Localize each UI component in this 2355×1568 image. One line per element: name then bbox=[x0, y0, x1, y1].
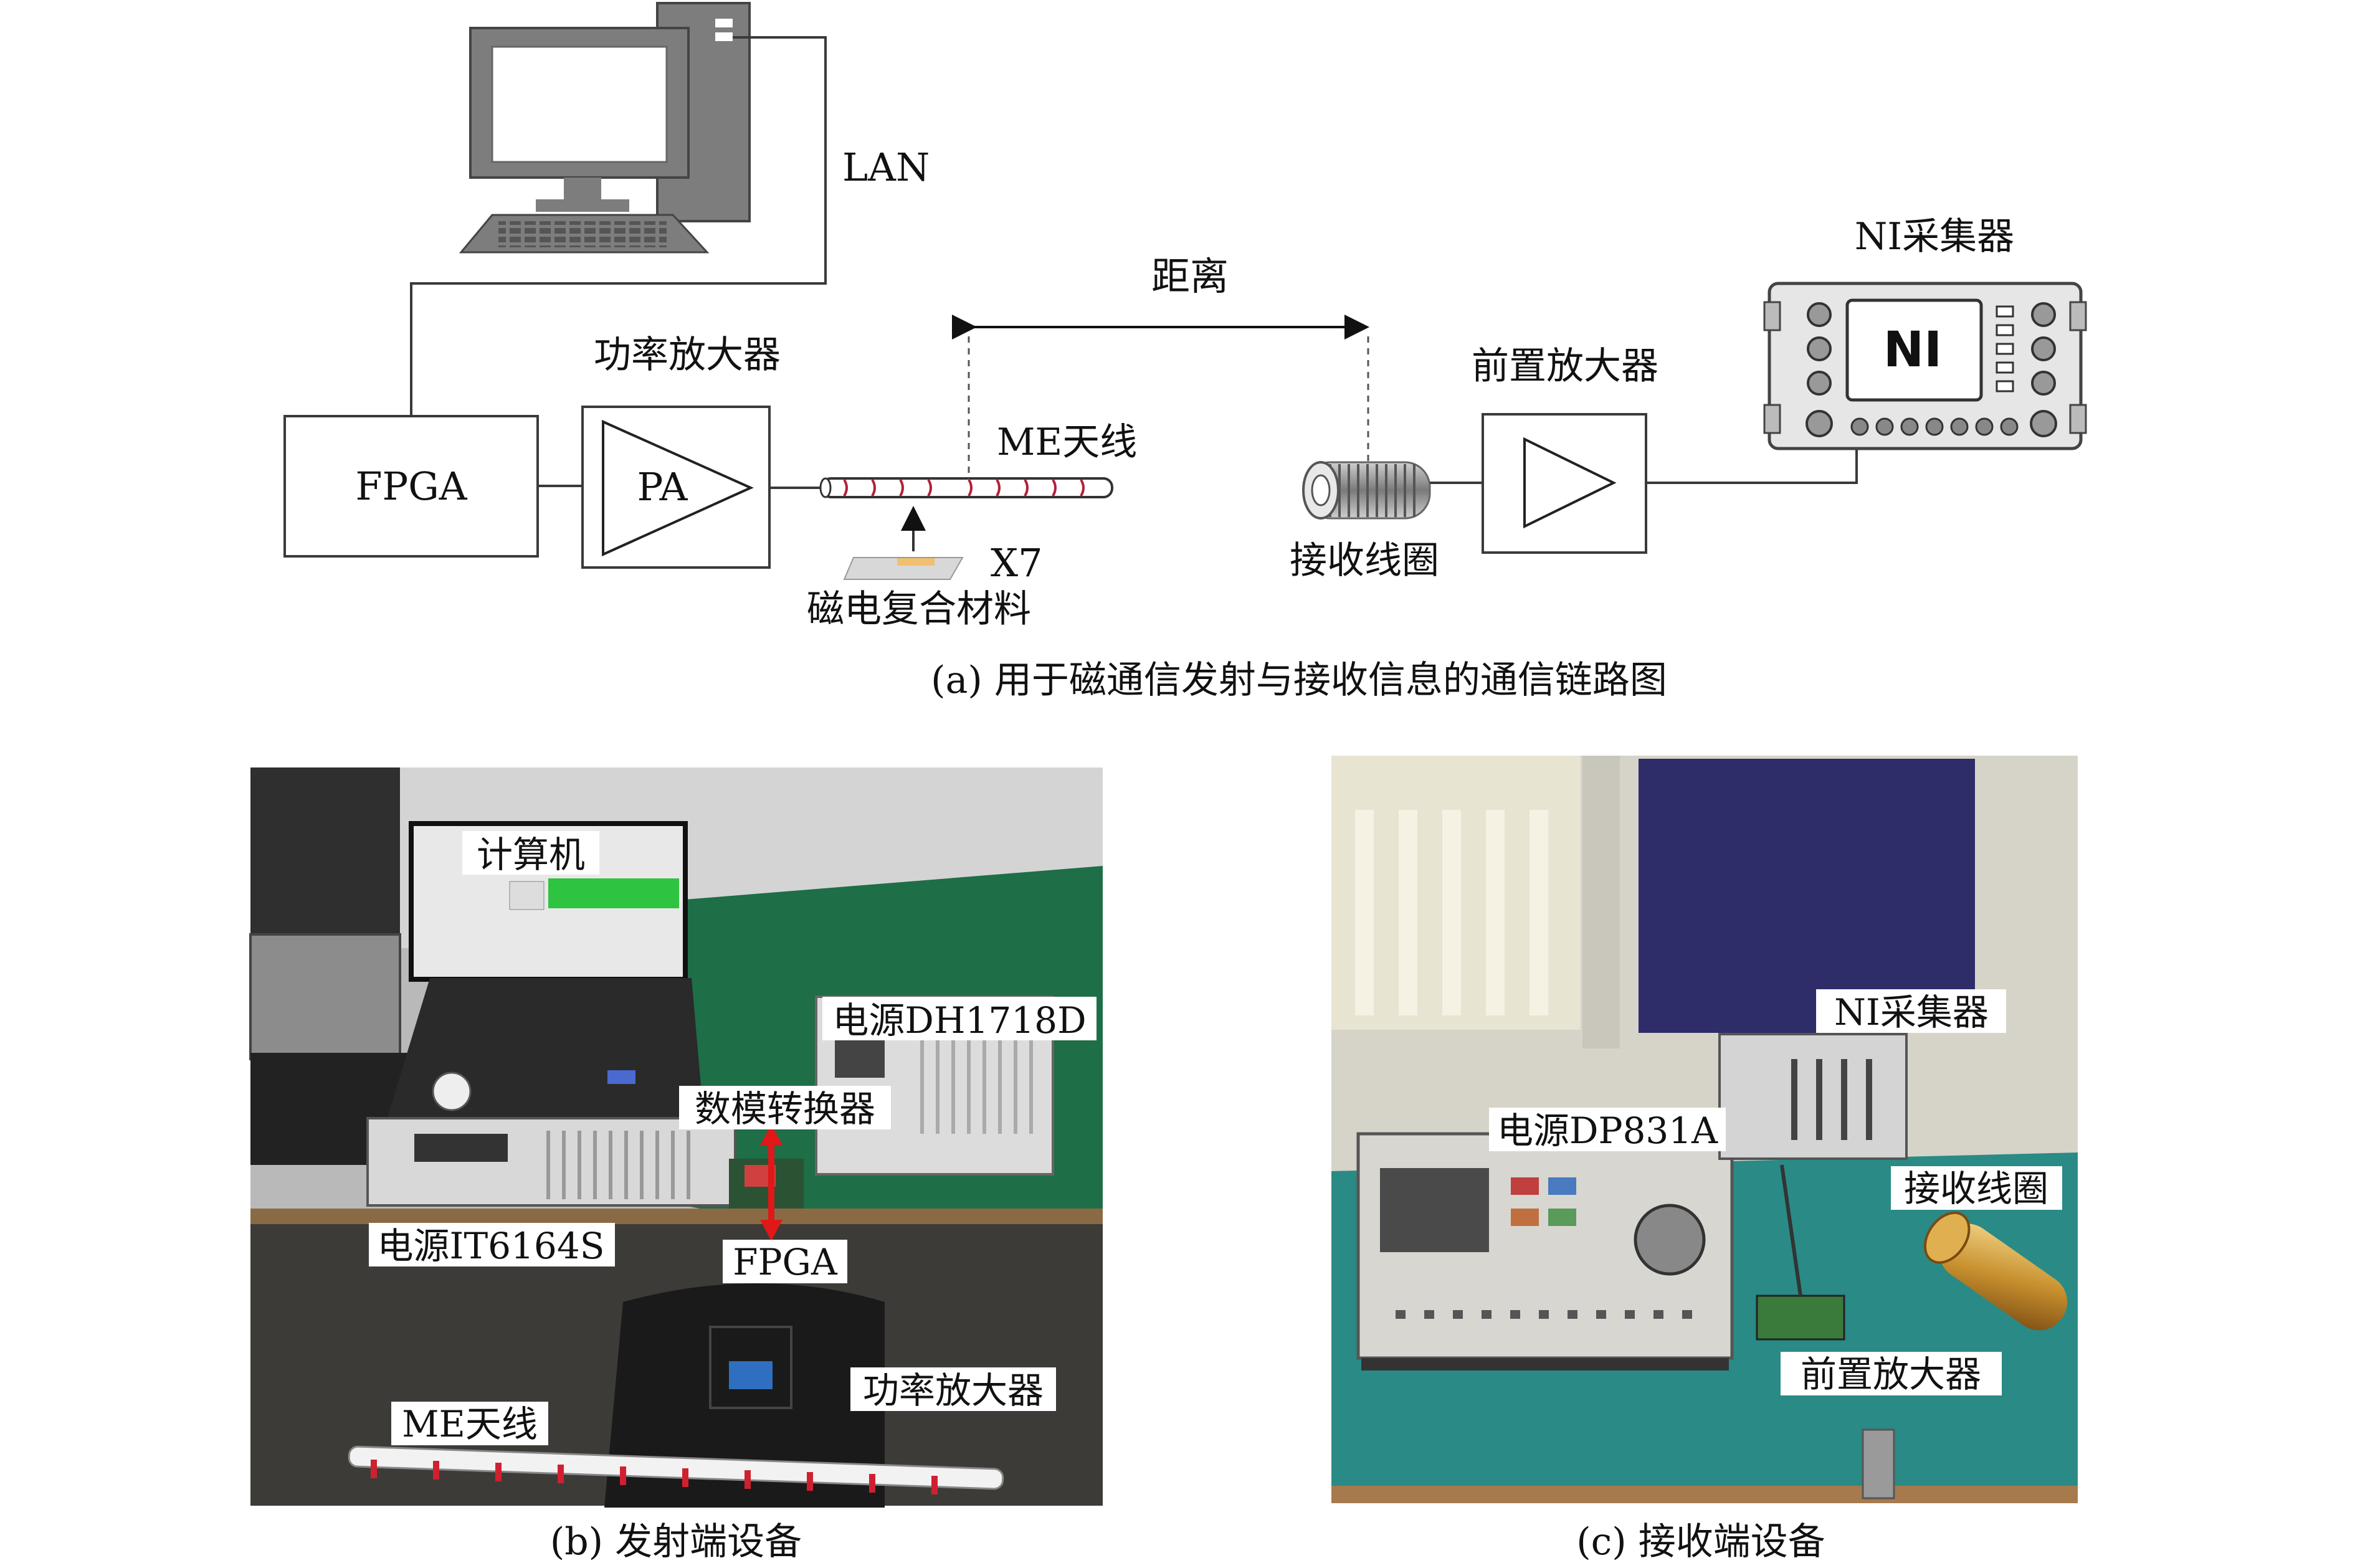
magnetoelectric-composite-icon bbox=[843, 557, 964, 580]
ni-label: NI采集器 bbox=[1855, 215, 2014, 259]
coil-label: 接收线圈 bbox=[1290, 539, 1439, 582]
label-psu-dp831a: 电源DP831A bbox=[1497, 1109, 1718, 1152]
label-power-amplifier: 功率放大器 bbox=[863, 1369, 1044, 1412]
fpga-block bbox=[283, 415, 539, 558]
photo-transmitter: 计算机 电源DH1718D 数模转换器 电源IT6164S FPGA 功率放大器… bbox=[249, 767, 1103, 1508]
ni-daq-icon bbox=[1763, 282, 2087, 450]
label-me-antenna: ME天线 bbox=[402, 1403, 538, 1445]
pa-label: PA bbox=[637, 464, 688, 510]
label-fpga: FPGA bbox=[733, 1241, 838, 1283]
preamp-amplifier-symbol bbox=[1523, 437, 1617, 529]
fpga-label: FPGA bbox=[355, 463, 467, 509]
label-psu-it6164s: 电源IT6164S bbox=[378, 1225, 605, 1267]
distance-label: 距离 bbox=[1151, 254, 1229, 299]
label-computer: 计算机 bbox=[477, 834, 585, 876]
label-preamplifier: 前置放大器 bbox=[1801, 1353, 1981, 1395]
receive-coil-icon bbox=[1302, 461, 1431, 520]
composite-label: 磁电复合材料 bbox=[807, 587, 1031, 631]
lan-cable bbox=[410, 36, 827, 416]
label-receive-coil: 接收线圈 bbox=[1904, 1167, 2048, 1210]
caption-c: (c) 接收端设备 bbox=[1576, 1520, 1825, 1564]
pa-title: 功率放大器 bbox=[594, 333, 781, 377]
pa-amplifier-symbol bbox=[602, 419, 754, 557]
photo-receiver: NI采集器 电源DP831A 接收线圈 前置放大器 bbox=[1331, 756, 2078, 1503]
label-ni-daq: NI采集器 bbox=[1834, 991, 1989, 1033]
label-dac: 数模转换器 bbox=[695, 1088, 875, 1130]
me-antenna-label: ME天线 bbox=[997, 421, 1137, 464]
pa-block bbox=[581, 406, 771, 569]
preamp-block bbox=[1482, 413, 1647, 554]
x7-label: X7 bbox=[991, 540, 1043, 586]
lan-label: LAN bbox=[842, 145, 930, 190]
me-antenna-icon bbox=[819, 477, 1113, 498]
schematic-diagram: LAN FPGA 功率放大器 PA ME天线 距离 X7 磁电复合材料 bbox=[283, 2, 2087, 702]
caption-a: (a) 用于磁通信发射与接收信息的通信链路图 bbox=[931, 658, 1667, 702]
ni-logo: NI bbox=[1883, 322, 1942, 378]
computer-icon bbox=[459, 2, 751, 254]
preamp-title: 前置放大器 bbox=[1472, 344, 1658, 388]
caption-b: (b) 发射端设备 bbox=[550, 1520, 802, 1564]
label-psu-dh1718d: 电源DH1718D bbox=[832, 999, 1086, 1042]
